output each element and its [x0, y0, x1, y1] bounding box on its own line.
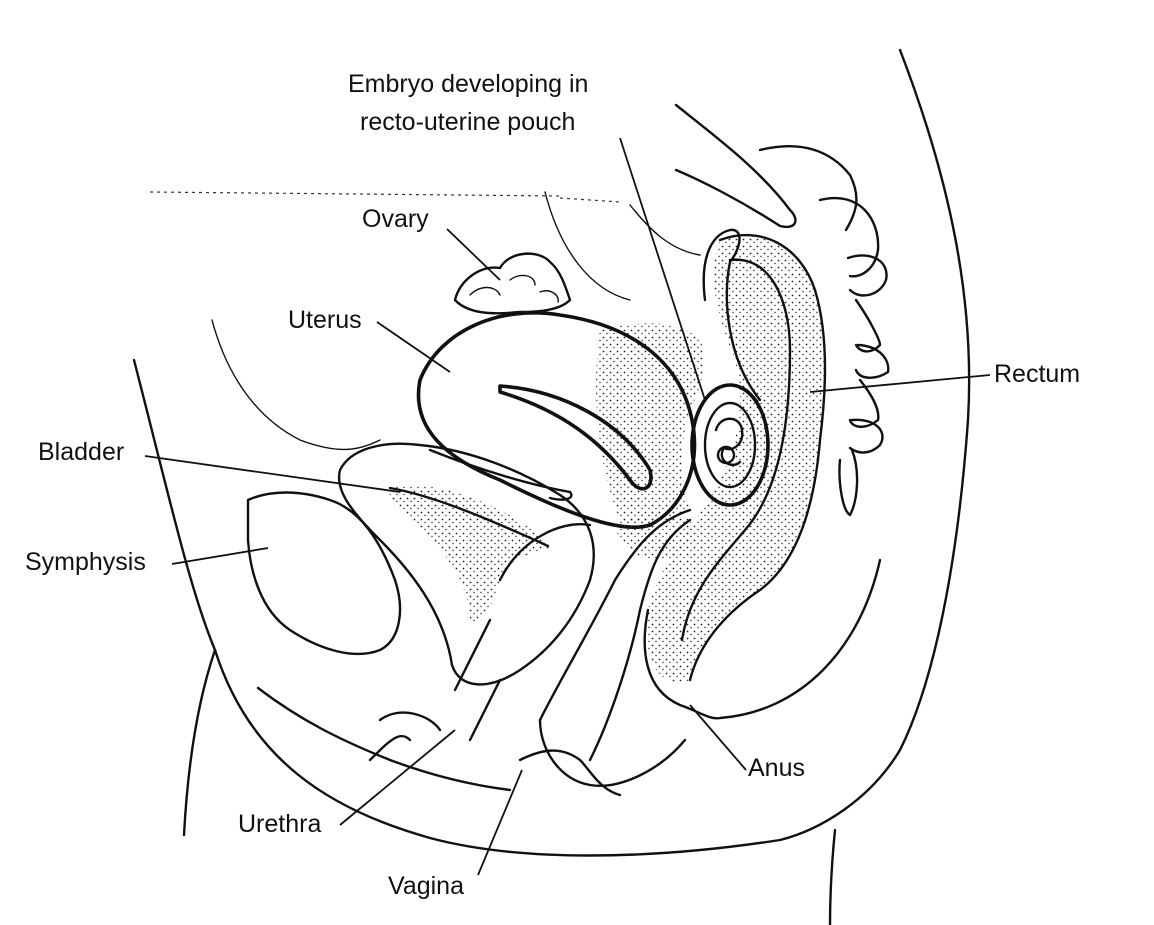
- abdominal-wall: [211, 319, 381, 451]
- bladder-lumen: [388, 486, 550, 548]
- pouch-fold: [702, 228, 762, 402]
- ovary-follicles: [469, 274, 559, 303]
- thigh-contour: [182, 648, 217, 837]
- rectum-wall: [646, 235, 825, 682]
- ovary: [453, 252, 572, 315]
- buttock-contour: [828, 828, 837, 925]
- label-vagina: Vagina: [388, 872, 464, 900]
- anal-canal: [643, 558, 882, 720]
- vagina-lower: [538, 718, 687, 787]
- broad-ligament: [544, 191, 701, 301]
- embryo: [690, 383, 770, 507]
- urethra: [453, 523, 592, 742]
- label-urethra: Urethra: [238, 810, 322, 838]
- sacrum-vertebrae: [674, 103, 890, 517]
- uterus-outline: [416, 311, 697, 530]
- label-embryo-line2: recto-uterine pouch: [360, 108, 576, 136]
- label-bladder: Bladder: [38, 438, 125, 466]
- bladder-outline: [337, 442, 595, 686]
- label-ovary: Ovary: [362, 205, 429, 233]
- symphysis: [246, 491, 402, 656]
- leader-lines: [144, 137, 991, 876]
- label-rectum: Rectum: [994, 360, 1081, 388]
- label-uterus: Uterus: [288, 306, 362, 334]
- label-embryo: Embryo developing in: [348, 70, 589, 98]
- uterine-cavity: [498, 384, 653, 491]
- rectum-outline: [688, 233, 827, 682]
- pelvic-floor: [256, 686, 512, 792]
- body-contour: [132, 48, 971, 857]
- label-anus: Anus: [748, 754, 805, 782]
- vaginal-fornix: [615, 513, 693, 560]
- rectum-inner: [680, 258, 792, 642]
- pelvic-tissue: [596, 323, 705, 531]
- bladder-wall: [389, 485, 550, 623]
- label-symphysis: Symphysis: [25, 548, 146, 576]
- peritoneum-line: [149, 191, 621, 203]
